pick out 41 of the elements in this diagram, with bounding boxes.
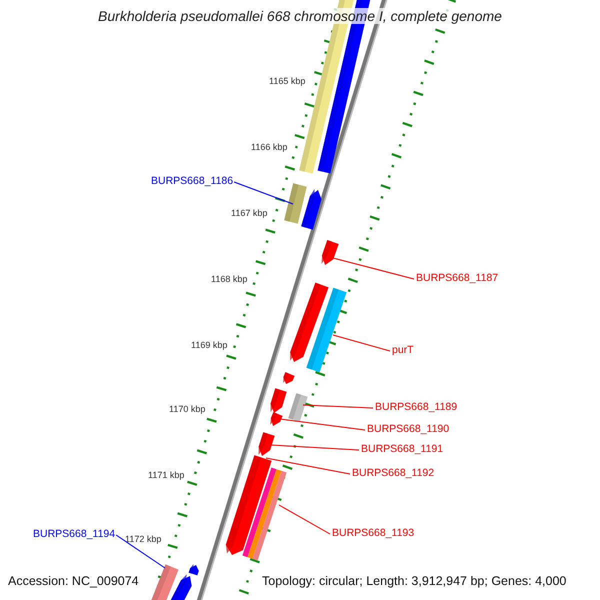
gene-label: BURPS668_1191 bbox=[361, 443, 444, 455]
gene-bar bbox=[150, 564, 178, 600]
tick-label: 1172 kbp bbox=[125, 534, 162, 544]
leader-line bbox=[332, 258, 414, 280]
tick-label: 1168 kbp bbox=[211, 274, 248, 284]
gene-label: BURPS668_1186 bbox=[151, 175, 234, 187]
tick-label: 1170 kbp bbox=[169, 404, 206, 414]
gene-bar bbox=[284, 183, 307, 224]
gene-label: purT bbox=[392, 344, 414, 356]
tick-label: 1165 kbp bbox=[269, 76, 306, 86]
gene-bar bbox=[170, 574, 192, 600]
gene-bar bbox=[188, 564, 199, 576]
gene-bar bbox=[290, 282, 329, 362]
gene-bar bbox=[322, 240, 339, 265]
gene-bar bbox=[270, 412, 283, 426]
leader-line bbox=[278, 504, 330, 534]
tick-label: 1167 kbp bbox=[231, 208, 268, 218]
gene-bar bbox=[242, 468, 287, 560]
tick-label: 1171 kbp bbox=[148, 470, 184, 480]
leader-line bbox=[332, 334, 390, 352]
leader-line bbox=[302, 404, 374, 408]
gene-bar bbox=[283, 372, 295, 384]
info-text: Topology: circular; Length: 3,912,947 bp; Genes: 4,000 bbox=[262, 574, 566, 588]
leader-line bbox=[266, 458, 350, 474]
gene-label: BURPS668_1189 bbox=[375, 401, 458, 413]
leader-line bbox=[234, 182, 294, 204]
gene-bar bbox=[301, 189, 322, 230]
tick-label: 1169 kbp bbox=[191, 340, 228, 350]
gene-label: BURPS668_1187 bbox=[416, 272, 498, 284]
gene-label: BURPS668_1193 bbox=[332, 527, 414, 539]
leader-line bbox=[116, 534, 166, 568]
gene-label: BURPS668_1192 bbox=[352, 467, 434, 479]
title: Burkholderia pseudomallei 668 chromosome I, complete genome bbox=[98, 8, 502, 24]
gene-bar bbox=[288, 393, 308, 422]
tick-label: 1166 kbp bbox=[251, 142, 288, 152]
gene-label: BURPS668_1190 bbox=[367, 423, 450, 435]
leader-line bbox=[280, 418, 366, 430]
gene-bar bbox=[258, 432, 275, 456]
gene-label: BURPS668_1194 bbox=[33, 528, 116, 540]
info-text: Accession: NC_009074 bbox=[8, 574, 139, 588]
leader-line bbox=[270, 444, 360, 450]
